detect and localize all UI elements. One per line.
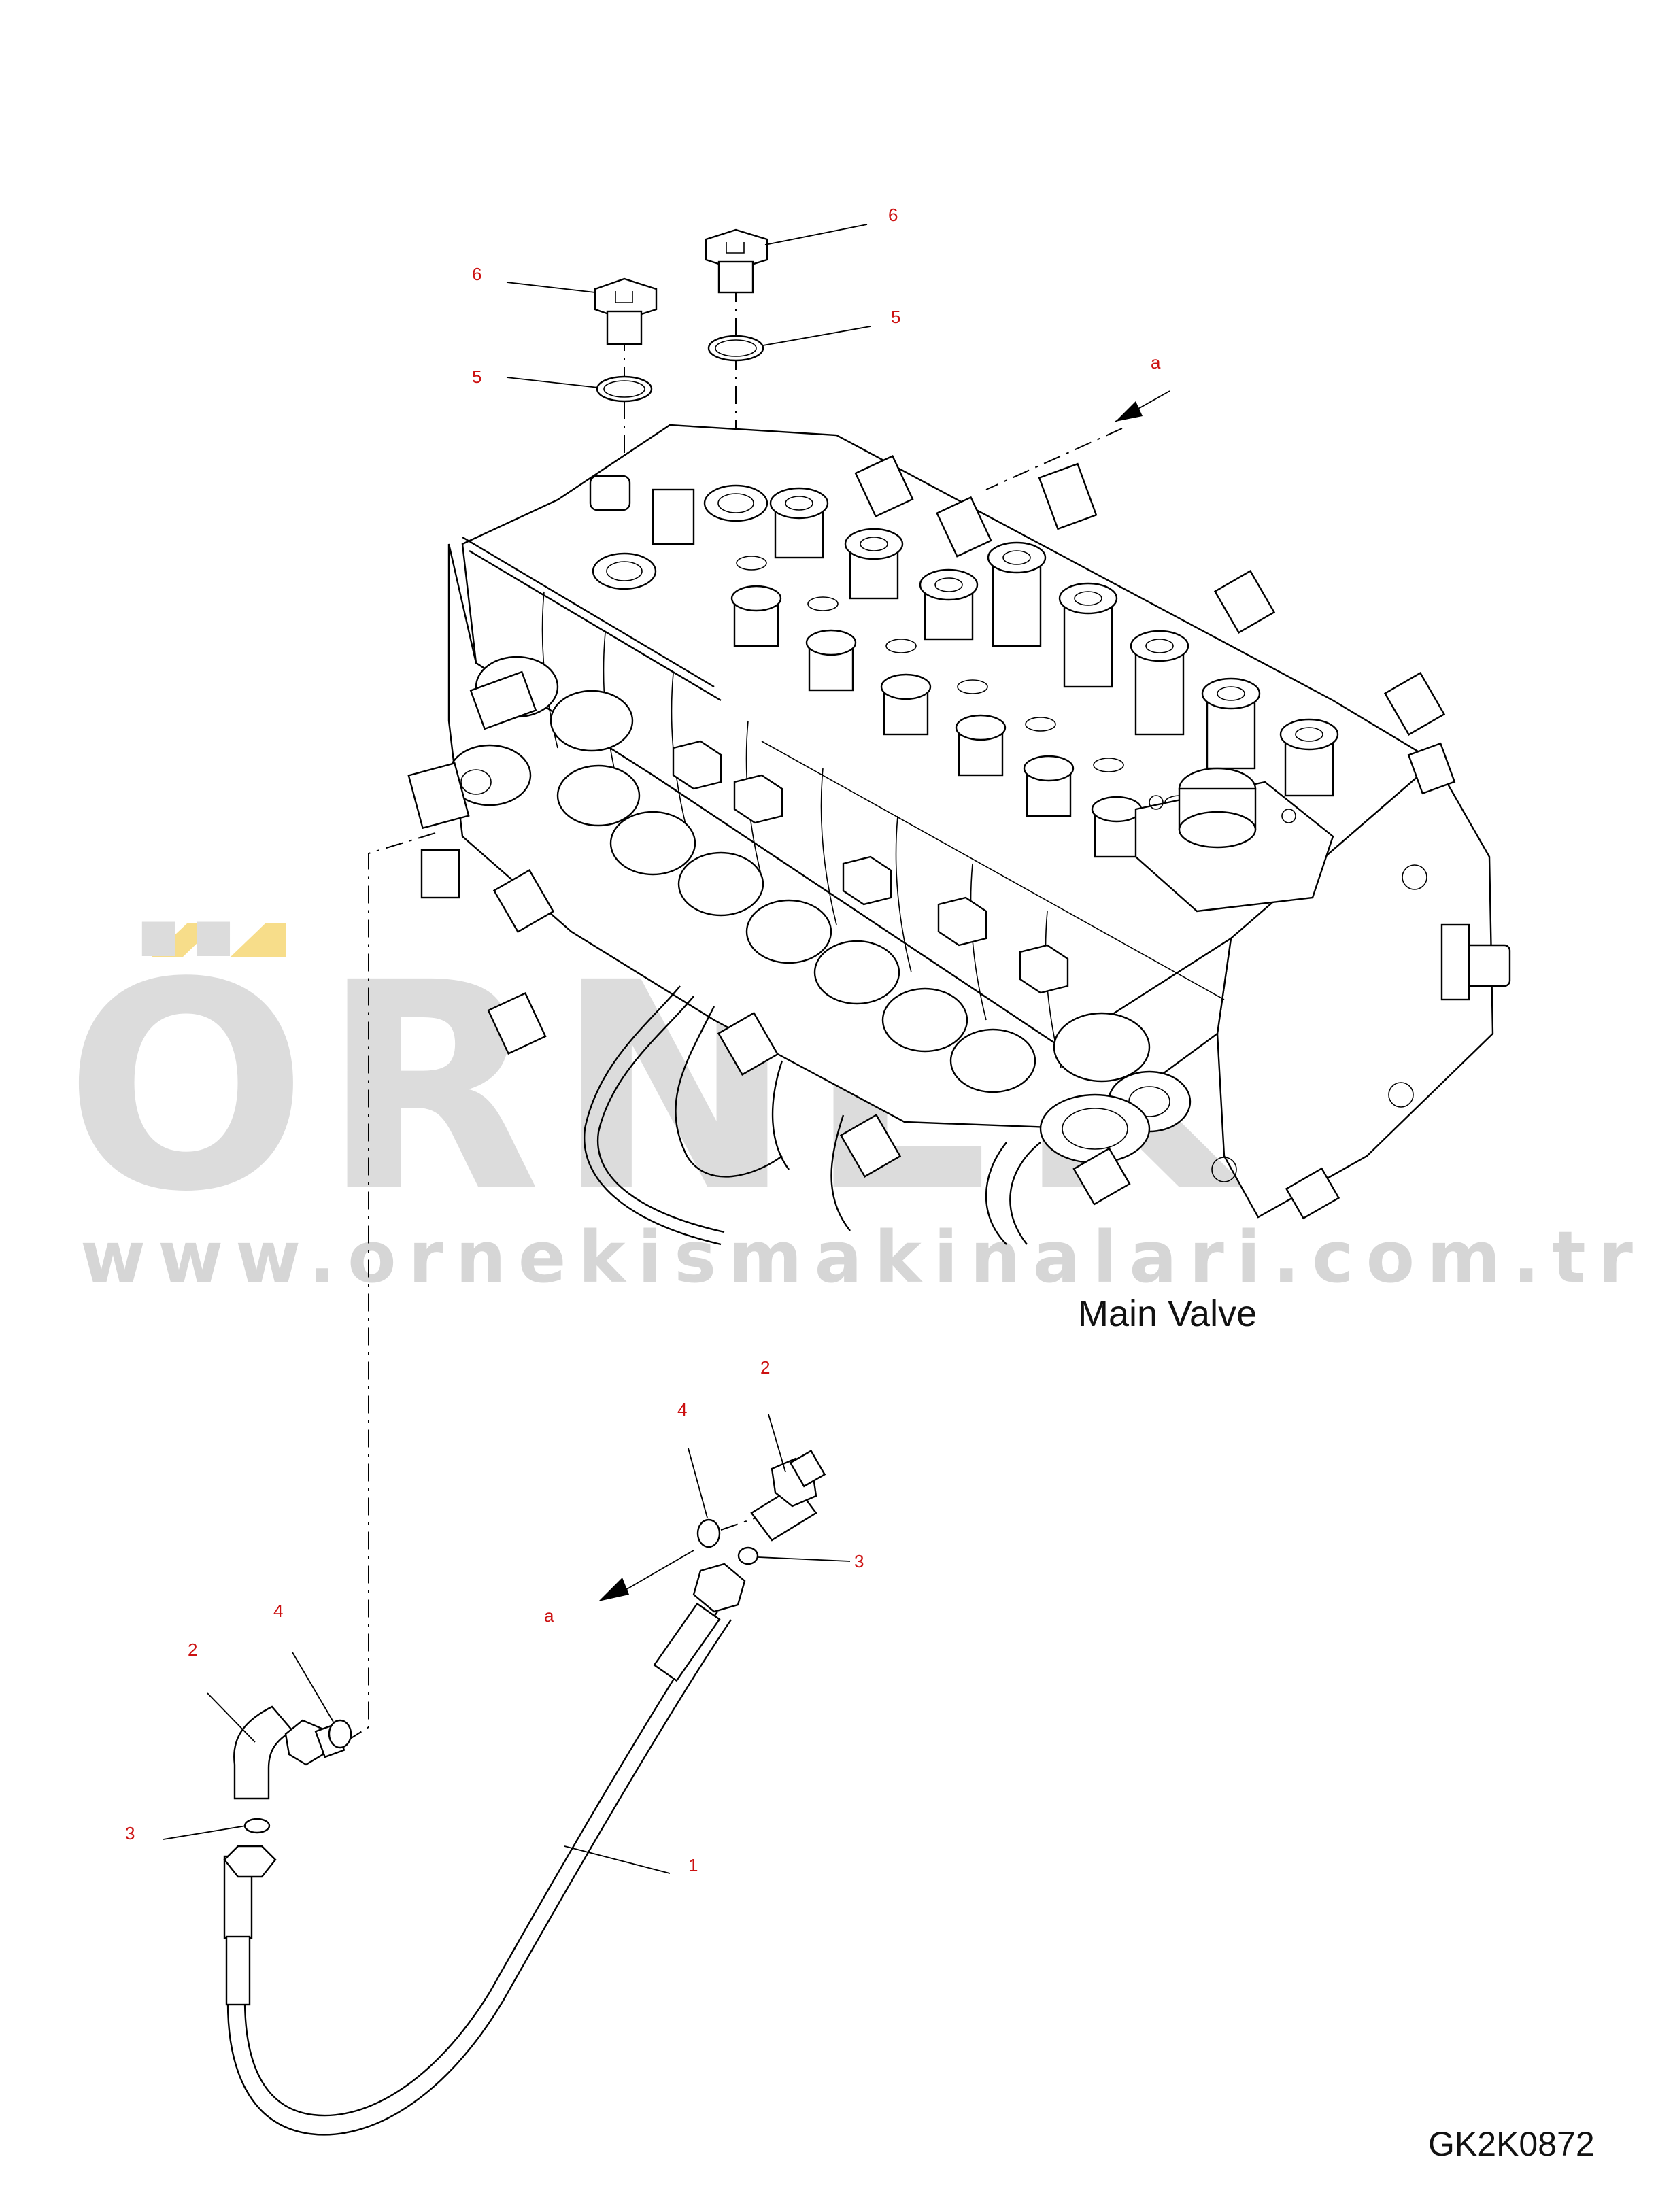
oring-right-3 <box>737 1546 759 1565</box>
tie-rod-lower <box>469 549 722 702</box>
arrow-a-lower <box>598 1550 694 1601</box>
hose-assembly <box>223 1563 746 2136</box>
callout-oring-left-4: 4 <box>273 1601 283 1621</box>
main-valve-caption: Main Valve <box>1078 1293 1257 1334</box>
small-plug-top <box>589 475 631 511</box>
adapter-left-elbow <box>233 1705 352 1834</box>
watermark-accent-left <box>151 923 218 957</box>
callout-hose: 1 <box>688 1855 698 1875</box>
callout-oring-left-3: 3 <box>125 1823 135 1843</box>
cap-8 <box>1279 718 1339 797</box>
hose-outer <box>243 1611 718 2117</box>
cap-7 <box>1201 677 1261 770</box>
watermark-url: www.ornekismakinalari.com.tr <box>80 1216 1645 1299</box>
oring-left-4 <box>328 1719 352 1749</box>
plug-left-stem <box>606 310 643 345</box>
cap-2 <box>844 528 904 600</box>
electrical-connectors <box>407 455 1456 1178</box>
callouts: 6 6 5 5 a 2 4 3 a 2 4 3 1 <box>125 205 1161 1875</box>
hose-crimp-top <box>653 1602 721 1682</box>
cap-5 <box>1058 582 1118 688</box>
callout-adapter-left: 2 <box>188 1639 197 1660</box>
callout-adapter-right: 2 <box>760 1357 770 1378</box>
plug-assembly-left <box>594 277 658 403</box>
callout-oring-left-5: 5 <box>472 367 481 387</box>
port-top-right <box>703 484 768 522</box>
hose-nut-bottom <box>223 1845 277 1878</box>
oring-left-3 <box>243 1818 271 1834</box>
top-valve-caps <box>769 487 1339 797</box>
pilot-hoses <box>583 985 1151 1246</box>
arrow-a-upper <box>1115 390 1170 422</box>
front-hex-nuts <box>672 740 1069 994</box>
callout-oring-right-5: 5 <box>891 307 900 327</box>
hose-nut-top <box>692 1563 746 1613</box>
watermark-accent-right <box>230 923 286 957</box>
plug-right-stem <box>717 260 754 294</box>
valve-body-side <box>1216 760 1494 1219</box>
callout-arrow-a-lower: a <box>544 1605 554 1626</box>
leader-lines <box>163 224 871 1874</box>
callout-oring-right-4: 4 <box>677 1399 687 1420</box>
cap-6 <box>1130 630 1189 736</box>
front-solenoids <box>447 656 1192 1133</box>
callout-arrow-a-upper: a <box>1151 352 1161 373</box>
callout-plug-left: 6 <box>472 264 481 284</box>
plug-assembly-right <box>705 228 768 362</box>
relief-valve-cover <box>1134 767 1334 913</box>
callout-plug-right: 6 <box>888 205 898 225</box>
port-top-left <box>592 552 657 590</box>
hose-inner <box>226 1619 732 2136</box>
tie-rod <box>462 536 715 688</box>
plug-left-hex <box>594 277 658 321</box>
oring-right-4 <box>696 1518 721 1548</box>
drawing-code: GK2K0872 <box>1428 2125 1595 2163</box>
plug-right-hex <box>705 228 768 271</box>
right-side-fittings <box>1211 864 1511 1220</box>
main-valve <box>407 424 1511 1246</box>
mid-hex-plugs <box>730 585 1143 858</box>
cap-1 <box>769 487 829 559</box>
axis-upper-a <box>985 428 1123 490</box>
cap-4 <box>987 541 1047 647</box>
callout-oring-right-3: 3 <box>854 1551 864 1571</box>
axis-left-port <box>346 832 436 1741</box>
adapter-right <box>696 1450 826 1565</box>
cap-3 <box>919 568 979 641</box>
